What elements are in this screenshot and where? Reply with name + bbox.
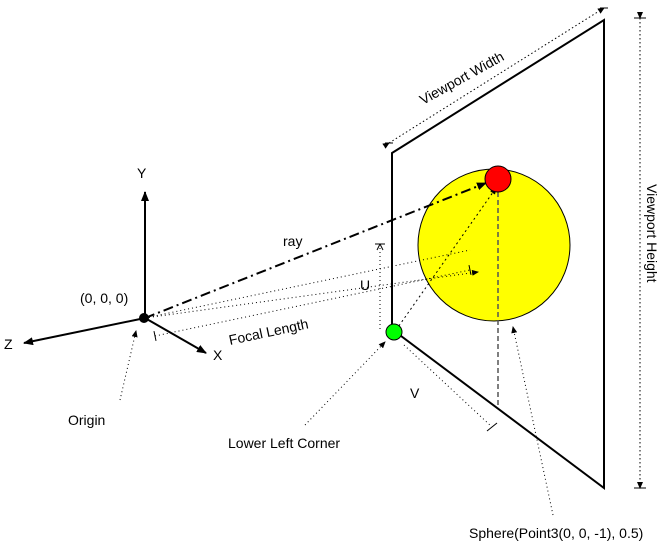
viewport-height-label: Viewport Height [644,184,660,283]
origin-guide-center [144,249,471,319]
v-dimension [403,344,493,428]
x-axis-label: X [213,347,223,363]
viewport-width-label: Viewport Width [417,48,507,108]
origin-callout-line [119,330,138,401]
x-axis [144,317,207,354]
lower-left-corner-point [385,323,403,341]
focal-length-dimension [153,265,472,341]
origin-coords-label: (0, 0, 0) [80,290,128,306]
corner-to-target-line [395,187,497,331]
u-label: U [360,277,370,293]
lower-left-corner-label: Lower Left Corner [228,435,340,451]
y-axis-label: Y [137,165,147,181]
origin-label: Origin [68,412,105,428]
lower-left-corner-callout-line [304,341,386,426]
focal-length-label: Focal Length [227,315,310,347]
origin-point [139,313,149,323]
target-point [484,165,512,193]
viewport-width-dimension [382,7,605,149]
v-label: V [410,385,420,401]
ray-label: ray [283,233,302,249]
sphere-callout-line [511,326,554,516]
z-axis-label: Z [4,336,13,352]
z-axis [23,317,146,346]
sphere-label: Sphere(Point3(0, 0, -1), 0.5) [469,525,643,541]
